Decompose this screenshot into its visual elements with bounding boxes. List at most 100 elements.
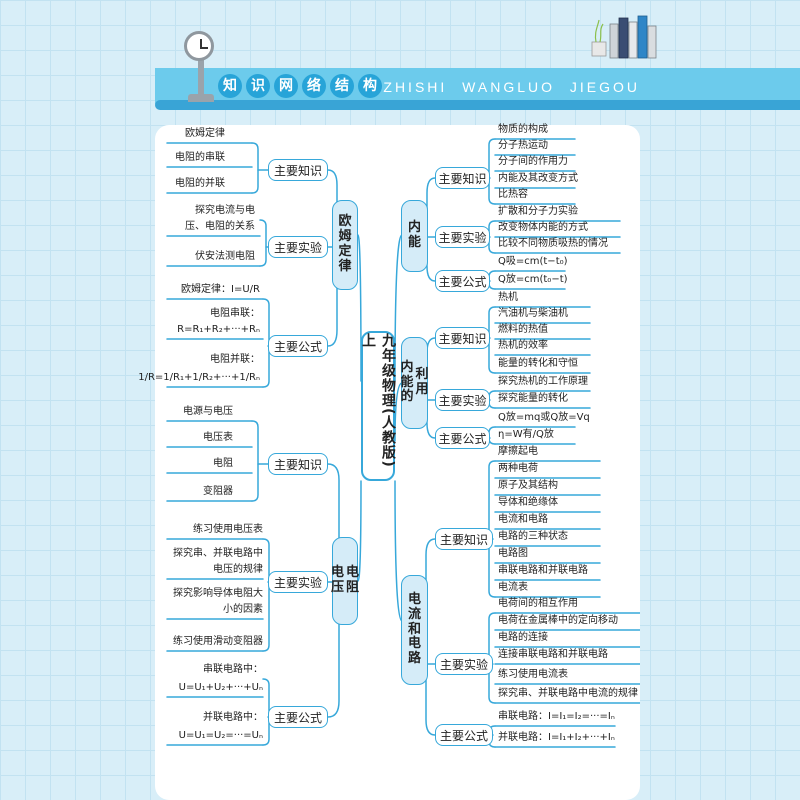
category-current-and-circuit: 电流和电路 — [401, 575, 428, 685]
node-main-formula: 主要公式 — [435, 427, 490, 449]
category-title-char: 电 — [346, 565, 360, 581]
category-title-char: 用 — [415, 382, 429, 397]
gongshi-item: 电阻并联： — [210, 354, 260, 365]
header-title-char: 识 — [246, 74, 270, 98]
node-main-experiment: 主要实验 — [435, 653, 493, 675]
zhishi-item: 电路图 — [498, 548, 528, 559]
mindmap-card: 欧姆定律电阻的串联电阻的并联主要知识探究电流与电压、电阻的关系伏安法测电阻主要实… — [138, 124, 640, 800]
category-title-column: 电压 — [330, 565, 344, 596]
connector-curve — [426, 177, 436, 282]
category-title-char: 路 — [407, 651, 421, 667]
zhishi-item: 导体和绝缘体 — [498, 497, 558, 508]
zhishi-item: 电阻的并联 — [175, 178, 225, 189]
gongshi-item: 1/R=1/R₁+1/R₂+···+1/Rₙ — [138, 372, 260, 383]
zhishi-item: 物质的构成 — [498, 124, 548, 135]
connector-curve — [357, 480, 362, 582]
shiyan-item: 电压的规律 — [213, 564, 263, 575]
gongshi-item: U=U₁=U₂=···=Uₙ — [178, 730, 263, 741]
shiyan-item: 探究能量的转化 — [498, 393, 568, 404]
shiyan-item: 伏安法测电阻 — [195, 251, 255, 262]
category-title-char: 定 — [338, 244, 352, 259]
shiyan-item: 电荷在金属棒中的定向移动 — [498, 615, 618, 626]
gongshi-item: 串联电路中： — [203, 664, 263, 675]
zhishi-item: 电流表 — [498, 582, 528, 593]
category-title-char: 电 — [330, 565, 344, 581]
zhishi-item: 原子及其结构 — [498, 480, 558, 491]
connector-curve — [488, 138, 496, 205]
zhishi-item: 电阻的串联 — [175, 152, 225, 163]
gongshi-item: 欧姆定律：I=U/R — [181, 284, 260, 295]
node-main-experiment: 主要实验 — [435, 226, 490, 248]
category-title-char: 利 — [415, 367, 429, 383]
category-title-char: 阻 — [346, 580, 360, 595]
category-title-char: 和 — [407, 621, 421, 637]
zhishi-item: 电路的三种状态 — [498, 531, 568, 542]
shiyan-item: 压、电阻的关系 — [185, 221, 255, 232]
category-title-char: 的 — [400, 389, 414, 405]
header-title-char: 络 — [302, 74, 326, 98]
zhishi-item: 欧姆定律 — [185, 128, 225, 139]
shiyan-item: 改变物体内能的方式 — [498, 222, 588, 233]
category-title-char: 能 — [400, 374, 414, 390]
shiyan-item: 连接串联电路和并联电路 — [498, 649, 608, 660]
header-title-char: 知 — [218, 74, 242, 98]
shiyan-item: 探究热机的工作原理 — [498, 376, 588, 387]
clock-icon — [184, 31, 214, 61]
header-pinyin: ZHISHI WANGLUO JIEGOU — [383, 79, 640, 95]
category-title-char: 电 — [407, 591, 421, 607]
zhishi-item: 内能及其改变方式 — [498, 173, 578, 184]
category-title-char: 内 — [400, 359, 414, 375]
gongshi-item: Q吸=cm(t−t₀) — [498, 256, 568, 267]
zhishi-item: 两种电荷 — [498, 463, 538, 474]
shiyan-item: 比较不同物质吸热的情况 — [498, 238, 608, 249]
node-main-formula: 主要公式 — [435, 270, 490, 292]
zhishi-item: 分子间的作用力 — [498, 156, 568, 167]
shiyan-item: 电荷间的相互作用 — [498, 598, 578, 609]
gongshi-item: Q放=cm(t₀−t) — [498, 274, 568, 285]
node-main-formula: 主要公式 — [435, 724, 493, 746]
category-title-char: 欧 — [338, 214, 352, 230]
gongshi-item: R=R₁+R₂+···+Rₙ — [177, 324, 260, 335]
shiyan-item: 练习使用电压表 — [193, 524, 263, 535]
connector-curve — [357, 234, 362, 382]
category-title-column: 内能的 — [400, 359, 414, 406]
zhishi-item: 汽油机与柴油机 — [498, 308, 568, 319]
category-title-char: 能 — [407, 235, 421, 250]
zhishi-item: 比热容 — [498, 189, 528, 200]
category-title-char: 流 — [407, 606, 421, 622]
zhishi-item: 热机 — [498, 292, 518, 303]
node-main-formula: 主要公式 — [268, 335, 328, 357]
node-main-knowledge: 主要知识 — [435, 528, 493, 550]
category-voltage-resistance: 电压电阻 — [330, 537, 360, 625]
shiyan-item: 电路的连接 — [498, 632, 548, 643]
gongshi-item: 并联电路：I=I₁+I₂+···+Iₙ — [498, 732, 615, 743]
connector-curve — [259, 219, 267, 267]
gongshi-item: U=U₁+U₂+···+Uₙ — [178, 682, 263, 693]
header-title-char: 构 — [358, 74, 382, 98]
node-main-experiment: 主要实验 — [268, 571, 328, 593]
zhishi-item: 能量的转化和守恒 — [498, 358, 578, 369]
node-main-knowledge: 主要知识 — [268, 453, 328, 475]
clock-post — [198, 58, 204, 102]
shiyan-item: 探究影响导体电阻大 — [173, 588, 263, 599]
books-illustration — [591, 15, 657, 59]
category-title-char: 律 — [338, 258, 352, 274]
node-main-experiment: 主要实验 — [435, 389, 490, 411]
shiyan-item: 探究电流与电 — [195, 205, 255, 216]
category-title-char: 压 — [330, 580, 344, 595]
zhishi-item: 电压表 — [203, 432, 233, 443]
header-title-char: 结 — [330, 74, 354, 98]
category-ohms-law: 欧姆定律 — [332, 200, 358, 290]
center-topic-label: 九年级物理(人教版)上 — [360, 333, 396, 468]
connector-curve — [262, 538, 270, 652]
category-title-char: 电 — [407, 636, 421, 652]
node-main-knowledge: 主要知识 — [435, 327, 490, 349]
node-main-formula: 主要公式 — [268, 706, 328, 728]
clock-base — [188, 94, 214, 102]
node-main-knowledge: 主要知识 — [435, 167, 490, 189]
gongshi-item: 并联电路中： — [203, 712, 263, 723]
connector-curve — [251, 142, 259, 194]
header-title: 知 识 网 络 结 构 — [218, 74, 382, 98]
gongshi-item: 串联电路：I=I₁=I₂=···=Iₙ — [498, 711, 615, 722]
connector-curve — [394, 234, 403, 382]
